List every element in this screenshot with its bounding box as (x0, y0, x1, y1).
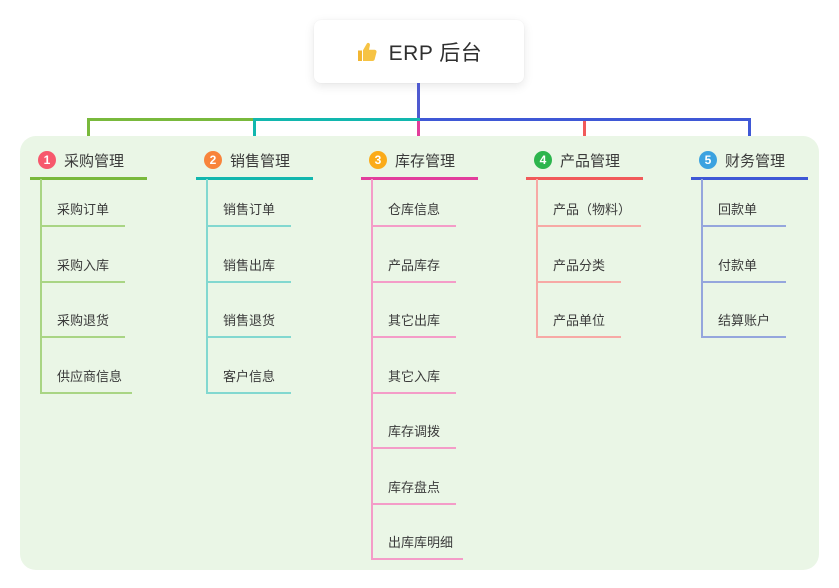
branch-number-badge: 2 (204, 151, 222, 169)
child-node[interactable]: 客户信息 (206, 338, 291, 394)
child-label: 产品库存 (388, 257, 441, 273)
bus-segment-blue (420, 118, 751, 121)
child-node[interactable]: 其它入库 (371, 338, 456, 394)
child-node[interactable]: 结算账户 (701, 283, 786, 338)
child-node[interactable]: 采购入库 (40, 227, 125, 283)
child-node[interactable]: 付款单 (701, 227, 786, 283)
child-label: 供应商信息 (57, 368, 123, 384)
child-label: 客户信息 (223, 368, 276, 384)
child-node[interactable]: 出库库明细 (371, 505, 464, 560)
branch-children-line (206, 179, 208, 394)
child-node[interactable]: 仓库信息 (371, 172, 456, 227)
branch-children-line (701, 179, 703, 338)
child-label: 产品（物料） (553, 202, 632, 217)
bus-segment-green (87, 118, 253, 121)
branch-children: 销售订单 销售出库 销售退货 客户信息 (206, 172, 291, 394)
child-node[interactable]: 销售订单 (206, 172, 291, 227)
root-node-erp-backend[interactable]: ERP 后台 (314, 20, 524, 83)
branch-children-line (40, 179, 42, 394)
branch-children: 采购订单 采购入库 采购退货 供应商信息 (40, 172, 133, 394)
branches-panel (20, 136, 819, 570)
bus-segment-teal (253, 118, 420, 121)
branch-product-header[interactable]: 4 产品管理 (526, 148, 620, 172)
branch-purchase-header[interactable]: 1 采购管理 (30, 148, 124, 172)
branch4-drop-line (583, 121, 586, 143)
branch5-drop-line (748, 118, 751, 143)
branch-title: 库存管理 (395, 152, 456, 170)
child-label: 出库库明细 (388, 535, 454, 550)
child-node[interactable]: 产品分类 (536, 227, 621, 283)
branch2-drop-line (253, 118, 256, 143)
branch-title: 销售管理 (230, 152, 291, 170)
branch-children: 回款单 付款单 结算账户 (701, 172, 786, 338)
child-label: 其它出库 (388, 313, 441, 328)
root-node-label: ERP 后台 (388, 41, 483, 65)
branch-inventory-header[interactable]: 3 库存管理 (361, 148, 455, 172)
child-label: 采购入库 (57, 257, 110, 273)
child-label: 其它入库 (388, 368, 441, 384)
branch-number-badge: 5 (699, 151, 717, 169)
child-node[interactable]: 采购退货 (40, 283, 125, 338)
child-label: 销售退货 (223, 313, 276, 328)
branch-title: 财务管理 (725, 152, 786, 170)
branch-sales-header[interactable]: 2 销售管理 (196, 148, 290, 172)
child-node[interactable]: 库存盘点 (371, 449, 456, 505)
branch1-drop-line (87, 118, 90, 143)
child-node[interactable]: 产品（物料） (536, 172, 642, 227)
child-node[interactable]: 库存调拨 (371, 394, 456, 449)
branch-underline (196, 177, 313, 180)
branch-number-badge: 3 (369, 151, 387, 169)
branch-number-badge: 1 (38, 151, 56, 169)
child-label: 库存调拨 (388, 424, 441, 439)
child-label: 回款单 (718, 202, 758, 217)
branch-children: 仓库信息 产品库存 其它出库 其它入库 库存调拨 库存盘点 出库库明细 (371, 172, 464, 560)
child-node[interactable]: 销售退货 (206, 283, 291, 338)
child-label: 采购订单 (57, 202, 110, 217)
child-label: 销售订单 (223, 202, 276, 217)
child-label: 仓库信息 (388, 202, 441, 217)
child-label: 采购退货 (57, 313, 110, 328)
branch-underline (691, 177, 808, 180)
branch-children-line (371, 179, 373, 560)
branch3-drop-line (417, 121, 420, 143)
branch-underline (361, 177, 478, 180)
child-label: 销售出库 (223, 257, 276, 273)
branch-underline (30, 177, 147, 180)
branch-title: 采购管理 (64, 152, 125, 170)
branch-underline (526, 177, 643, 180)
child-label: 付款单 (718, 257, 758, 273)
child-node[interactable]: 其它出库 (371, 283, 456, 338)
child-node[interactable]: 产品单位 (536, 283, 621, 338)
child-label: 结算账户 (718, 313, 771, 328)
root-connector-line (417, 83, 420, 119)
child-label: 库存盘点 (388, 479, 441, 495)
child-node[interactable]: 回款单 (701, 172, 786, 227)
branch-title: 产品管理 (560, 152, 621, 170)
child-node[interactable]: 采购订单 (40, 172, 125, 227)
branch-children: 产品（物料） 产品分类 产品单位 (536, 172, 642, 338)
child-label: 产品分类 (553, 257, 606, 273)
child-node[interactable]: 供应商信息 (40, 338, 133, 394)
thumbs-up-icon (356, 40, 380, 64)
child-node[interactable]: 产品库存 (371, 227, 456, 283)
branch-children-line (536, 179, 538, 338)
branch-finance-header[interactable]: 5 财务管理 (691, 148, 785, 172)
child-node[interactable]: 销售出库 (206, 227, 291, 283)
child-label: 产品单位 (553, 313, 606, 328)
branch-number-badge: 4 (534, 151, 552, 169)
